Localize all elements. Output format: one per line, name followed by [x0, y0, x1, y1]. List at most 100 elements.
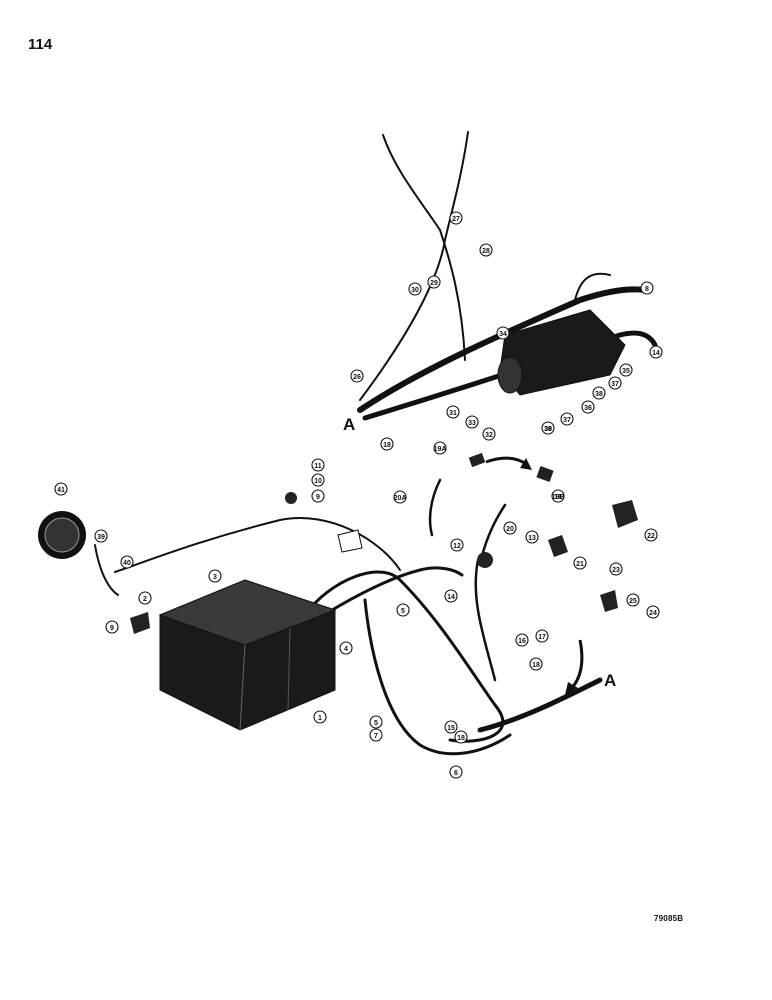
svg-text:4: 4	[344, 646, 348, 653]
callout: 11	[311, 458, 325, 472]
callout: 36	[581, 400, 595, 414]
callout: 29	[427, 275, 441, 289]
svg-text:38: 38	[595, 391, 603, 398]
svg-text:7: 7	[374, 733, 378, 740]
battery-ground-cable	[303, 570, 505, 743]
section-labels: A A	[343, 415, 616, 690]
svg-text:39: 39	[97, 534, 105, 541]
upper-lead-right	[359, 131, 469, 401]
callout: 38	[592, 386, 606, 400]
callout: 9	[311, 489, 325, 503]
callout: 15	[444, 720, 458, 734]
svg-text:20: 20	[506, 526, 514, 533]
lower-harness-bundle	[477, 677, 603, 733]
callout: 20A	[393, 490, 407, 504]
svg-text:11: 11	[314, 463, 322, 470]
svg-text:29: 29	[430, 280, 438, 287]
callout: 34	[496, 326, 510, 340]
svg-text:22: 22	[647, 533, 655, 540]
svg-text:5: 5	[374, 720, 378, 727]
callout: 3	[208, 569, 222, 583]
svg-text:19A: 19A	[434, 446, 447, 453]
svg-text:8: 8	[645, 286, 649, 293]
callout: 6	[449, 765, 463, 779]
section-label-lower-a: A	[604, 671, 616, 690]
callout: 27	[449, 211, 463, 225]
page-number: 114	[28, 36, 53, 53]
svg-text:39: 39	[544, 426, 552, 433]
callout: 18	[529, 657, 543, 671]
figure-code: 79085B	[654, 914, 684, 923]
callout: 38	[541, 421, 555, 435]
callout: 24	[646, 605, 660, 619]
cable-14	[474, 558, 497, 682]
callout: 22	[644, 528, 658, 542]
components	[130, 452, 638, 634]
svg-text:38: 38	[544, 426, 552, 433]
callout: 26	[350, 369, 364, 383]
callout: 1	[313, 710, 327, 724]
svg-text:2: 2	[143, 596, 147, 603]
svg-text:15: 15	[447, 725, 455, 732]
lead-40	[94, 544, 119, 596]
svg-text:37: 37	[563, 417, 571, 424]
svg-text:9: 9	[110, 625, 114, 632]
callout: 23	[609, 562, 623, 576]
svg-text:18: 18	[457, 735, 465, 742]
section-label-upper-a: A	[343, 415, 355, 434]
callout: 8	[640, 281, 654, 295]
cable-6	[363, 598, 512, 756]
svg-text:35: 35	[622, 368, 630, 375]
callout: 12	[450, 538, 464, 552]
svg-text:41: 41	[57, 487, 65, 494]
callout: 18	[380, 437, 394, 451]
callout: 7	[369, 728, 383, 742]
svg-text:27: 27	[452, 216, 460, 223]
svg-text:33: 33	[468, 420, 476, 427]
callout: 18	[454, 730, 468, 744]
svg-text:34: 34	[499, 331, 507, 338]
callout: 25	[626, 593, 640, 607]
upper-harness	[357, 286, 648, 413]
svg-text:18: 18	[554, 494, 562, 501]
svg-text:40: 40	[123, 560, 131, 567]
svg-text:6: 6	[454, 770, 458, 777]
svg-text:13: 13	[528, 535, 536, 542]
callout: 19A	[433, 441, 447, 455]
callout: 31	[446, 405, 460, 419]
callout: 20	[503, 521, 517, 535]
svg-text:20A: 20A	[394, 495, 407, 502]
svg-text:14: 14	[652, 350, 660, 357]
callout: 9	[105, 620, 119, 634]
svg-text:30: 30	[411, 287, 419, 294]
svg-text:31: 31	[449, 410, 457, 417]
svg-text:25: 25	[629, 598, 637, 605]
upper-harness-branch	[574, 272, 611, 301]
svg-text:17: 17	[538, 634, 546, 641]
callout: 4	[339, 641, 353, 655]
arrow-to-a	[568, 639, 584, 692]
svg-text:12: 12	[453, 543, 461, 550]
callout: 37	[608, 376, 622, 390]
arrow-19a-to-19b	[485, 456, 529, 467]
svg-text:16: 16	[518, 638, 526, 645]
svg-text:10: 10	[314, 478, 322, 485]
callout: 30	[408, 282, 422, 296]
battery	[158, 579, 337, 731]
callout: 32	[482, 427, 496, 441]
svg-text:19B: 19B	[552, 494, 565, 501]
svg-text:28: 28	[482, 248, 490, 255]
callout: 40	[120, 555, 134, 569]
svg-text:37: 37	[611, 381, 619, 388]
lead-20A	[428, 478, 442, 537]
callout: 28	[479, 243, 493, 257]
callout: 16	[515, 633, 529, 647]
callout: 10	[311, 473, 325, 487]
callout: 5	[396, 603, 410, 617]
svg-text:18: 18	[383, 442, 391, 449]
callouts: 1 2 3 4 5 5 7 6 8 9 9 10 11 12 13 14 14 …	[54, 211, 663, 779]
callout: 39	[544, 426, 552, 433]
callout: 21	[573, 556, 587, 570]
callout: 17	[535, 629, 549, 643]
